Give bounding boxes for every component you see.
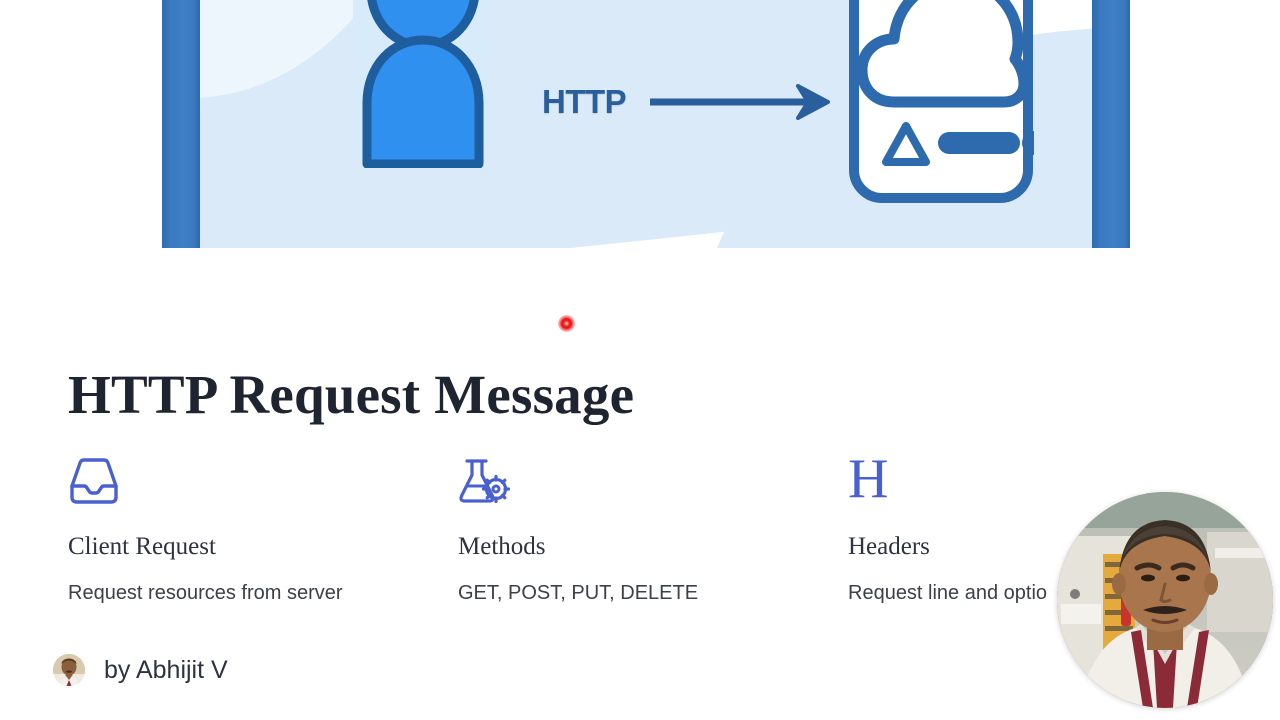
banner-canvas: HTTP <box>200 0 1092 248</box>
cloud-server-icon <box>849 0 1034 203</box>
feature-column-client-request: Client Request Request resources from se… <box>68 452 458 605</box>
user-person-icon <box>362 0 484 168</box>
feature-heading: Client Request <box>68 533 216 560</box>
feature-heading: Methods <box>458 533 546 560</box>
byline: by Abhijit V <box>53 654 228 686</box>
byline-author-name: by Abhijit V <box>104 656 228 684</box>
feature-columns: Client Request Request resources from se… <box>68 448 1258 605</box>
page-title: HTTP Request Message <box>68 364 635 425</box>
banner-left-accent-bar <box>162 0 200 248</box>
header-illustration-banner: HTTP <box>162 0 1130 248</box>
letter-h-icon: H <box>848 448 889 510</box>
feature-column-headers: H Headers Request line and optio <box>848 448 1238 605</box>
avatar <box>53 654 85 686</box>
presenter-webcam-overlay[interactable] <box>1057 492 1273 708</box>
laser-pointer-dot <box>558 315 575 332</box>
banner-right-accent-bar <box>1092 0 1130 248</box>
feature-description: Request resources from server <box>68 582 343 604</box>
arrow-right-icon <box>650 84 830 120</box>
flask-gear-icon <box>458 452 848 510</box>
http-protocol-label: HTTP <box>542 83 627 120</box>
feature-heading: Headers <box>848 533 930 560</box>
inbox-tray-icon <box>68 452 458 510</box>
feature-description: Request line and optio <box>848 582 1048 604</box>
feature-description: GET, POST, PUT, DELETE <box>458 582 699 604</box>
feature-column-methods: Methods GET, POST, PUT, DELETE <box>458 452 848 605</box>
